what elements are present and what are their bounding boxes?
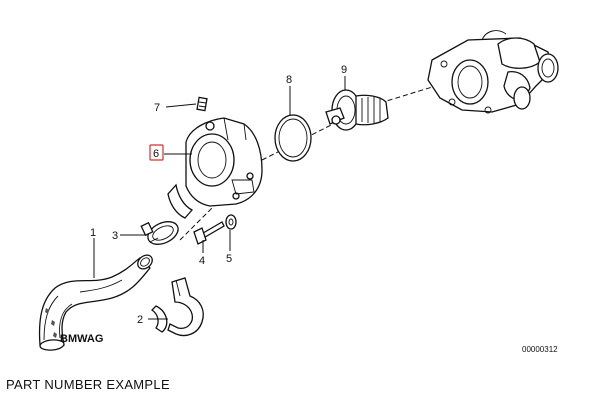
part-bracket[interactable] xyxy=(150,277,204,337)
part-thermostat[interactable] xyxy=(325,89,389,131)
callout-9[interactable]: 9 xyxy=(341,64,347,76)
part-hose[interactable] xyxy=(38,252,155,351)
callout-2[interactable]: 2 xyxy=(137,314,143,326)
callout-5[interactable]: 5 xyxy=(226,253,232,265)
callout-6[interactable]: 6 xyxy=(153,148,159,160)
callout-6-highlight-box xyxy=(149,144,164,161)
callout-1[interactable]: 1 xyxy=(90,227,96,239)
part-bolt[interactable] xyxy=(193,221,225,245)
callout-4[interactable]: 4 xyxy=(199,255,205,267)
callout-8[interactable]: 8 xyxy=(286,74,292,86)
part-washer[interactable] xyxy=(225,214,237,230)
part-hose-clamp[interactable] xyxy=(140,217,181,249)
engine-water-pump-housing xyxy=(427,30,559,114)
part-bleed-screw[interactable] xyxy=(196,96,208,112)
caption: PART NUMBER EXAMPLE xyxy=(6,377,170,392)
callout-3[interactable]: 3 xyxy=(112,230,118,242)
part-sealing-ring[interactable] xyxy=(274,114,312,162)
diagram-id: 00000312 xyxy=(522,345,558,354)
logo-text: BMWAG xyxy=(60,333,103,345)
leader-lines xyxy=(93,76,346,320)
exploded-parts-diagram: BMWAG xyxy=(38,30,559,354)
part-thermostat-cover[interactable] xyxy=(167,117,263,219)
callout-7[interactable]: 7 xyxy=(154,102,160,114)
